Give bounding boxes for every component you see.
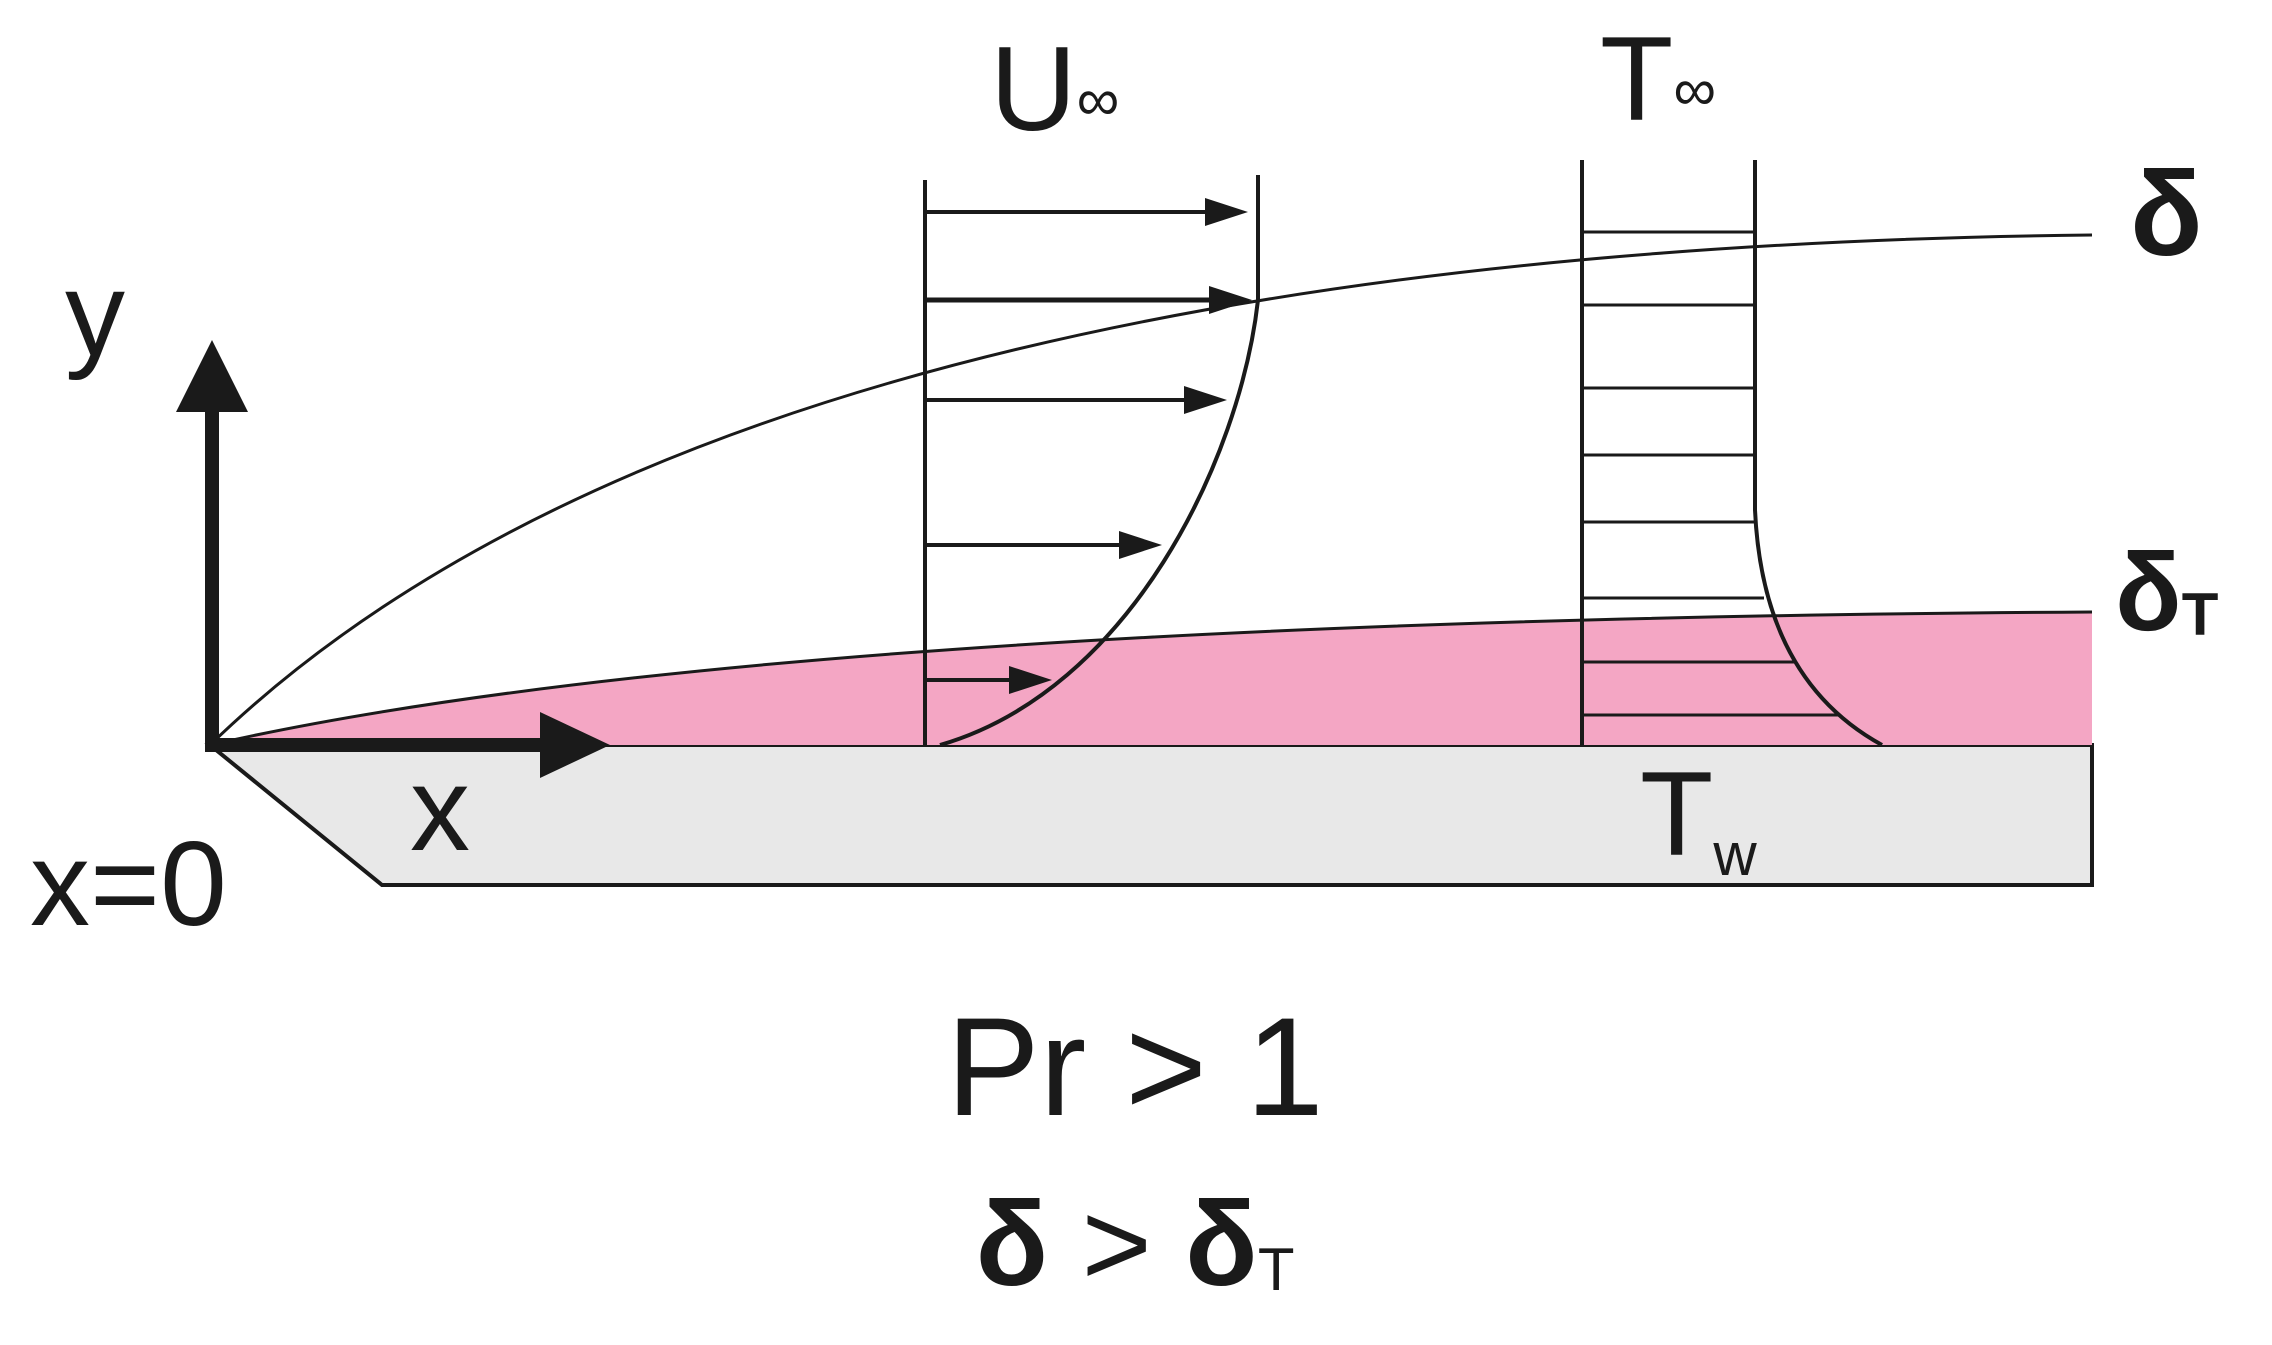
velocity-arrow [925, 531, 1162, 559]
flat-plate [204, 743, 2094, 887]
velocity-boundary-layer-curve [208, 233, 2093, 747]
velocity-arrow [925, 198, 1248, 226]
temperature-profile-curve [1753, 160, 1883, 747]
velocity-boundary-layer-label: δ [2130, 147, 2203, 281]
velocity-profile-curve [939, 175, 1260, 747]
prandtl-caption: Pr > 1 [946, 988, 1323, 1145]
origin-label: x=0 [30, 817, 227, 951]
freestream-velocity-label: U∞ [990, 22, 1119, 156]
thermal-boundary-layer-label: δT [2115, 531, 2218, 654]
velocity-arrow [925, 386, 1227, 414]
thermal-boundary-layer-region [210, 612, 2092, 745]
velocity-arrow [925, 286, 1252, 314]
thermal-boundary-layer-curve [209, 610, 2093, 747]
freestream-temperature-label: T∞ [1600, 12, 1716, 146]
x-axis-arrow [205, 712, 610, 778]
velocity-arrow [925, 666, 1052, 694]
thickness-relation-caption: δ > δT [976, 1177, 1295, 1311]
temperature-profile [1580, 160, 1883, 747]
velocity-profile [923, 175, 1260, 747]
wall-temperature-label: Tw [1640, 747, 1757, 888]
y-axis-arrow [176, 340, 248, 745]
x-axis-label: x [410, 742, 470, 876]
y-axis-label: y [65, 247, 125, 381]
